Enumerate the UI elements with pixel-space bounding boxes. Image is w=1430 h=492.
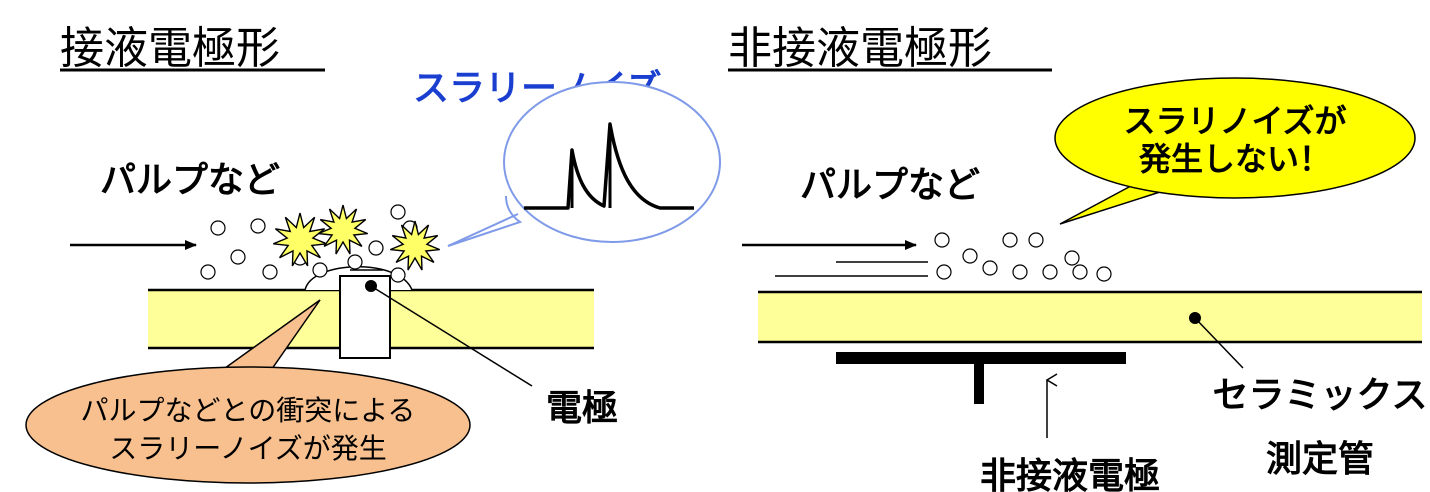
non-contact-electrode-plate — [836, 352, 1126, 364]
particle — [1064, 250, 1080, 266]
particle — [934, 232, 950, 248]
right-title: 非接液電極形 — [728, 23, 992, 74]
particle — [230, 249, 246, 265]
noise-spikes — [570, 124, 612, 208]
no-noise-callout-line-2: 発生しない！ — [1138, 140, 1331, 178]
no-noise-callout-line-1: スラリノイズが — [1123, 102, 1346, 140]
tube-leader-line — [1194, 317, 1244, 369]
left-panel: 接液電極形 スラリーノイズ パルプなど 電極 — [25, 23, 721, 484]
particle — [390, 267, 406, 283]
electrode-label: 電極 — [546, 388, 618, 429]
particle — [210, 220, 226, 236]
noise-bubble-tail — [447, 195, 523, 247]
particle — [936, 264, 952, 280]
particle — [1028, 232, 1044, 248]
right-pulp-label: パルプなど — [800, 165, 980, 206]
no-noise-callout-join — [1164, 170, 1213, 182]
collision-burst — [318, 204, 368, 255]
particle — [347, 254, 363, 270]
particle — [982, 260, 998, 276]
left-title: 接液電極形 — [60, 23, 280, 74]
right-panel: 非接液電極形 パルプなど スラリノイズが 発生しない！ — [728, 23, 1427, 492]
ceramic-tube — [758, 292, 1422, 342]
particle — [262, 264, 278, 280]
particle — [250, 218, 266, 234]
collision-burst — [390, 220, 440, 271]
right-particles — [934, 232, 1112, 282]
particle — [962, 248, 978, 264]
collision-callout — [25, 366, 471, 484]
noise-bubble — [503, 81, 721, 243]
collision-bursts — [273, 204, 440, 271]
electrode-leader-line — [370, 285, 533, 387]
contact-electrode — [339, 275, 391, 359]
non-contact-electrode-stem — [974, 362, 984, 404]
collision-callout-line-1: パルプなどとの衝突による — [81, 394, 416, 427]
particle — [200, 264, 216, 280]
particle — [390, 204, 406, 220]
particle — [1012, 264, 1028, 280]
particle — [312, 262, 328, 278]
collision-callout-line-2: スラリーノイズが発生 — [109, 432, 386, 465]
collision-burst — [273, 212, 327, 267]
particle — [1072, 264, 1088, 280]
tube-label-line-2: 測定管 — [1266, 439, 1374, 480]
noise-bubble-tail-edge — [447, 213, 519, 247]
particle — [1096, 266, 1112, 282]
particle — [1042, 264, 1058, 280]
particle — [1002, 232, 1018, 248]
left-pulp-label: パルプなど — [100, 160, 280, 201]
non-contact-electrode-label: 非接液電極 — [980, 456, 1160, 492]
left-particles — [200, 204, 418, 283]
particle — [368, 240, 384, 256]
no-noise-callout — [1054, 77, 1416, 199]
tube-label-line-1: セラミックス — [1213, 375, 1428, 416]
